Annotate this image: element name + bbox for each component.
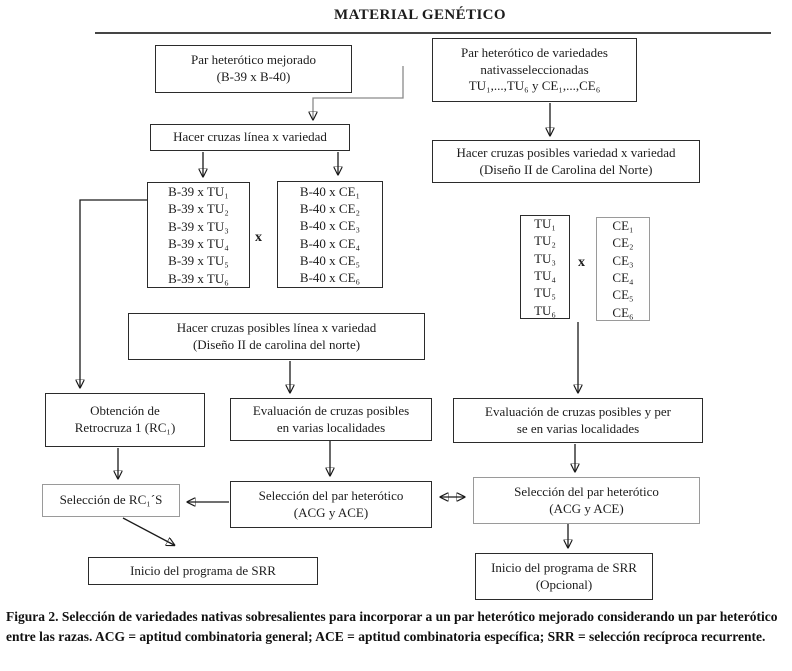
list-item: B-40 x CE₃ (299, 218, 361, 234)
list-item: CE₆ (612, 304, 634, 320)
diagram-title: MATERIAL GENÉTICO (334, 7, 506, 23)
box-line: (Diseño II de carolina del norte) (192, 336, 361, 352)
box-evaluacion-right: Evaluación de cruzas posibles y per se e… (453, 398, 703, 443)
box-line: Inicio del programa de SRR (130, 562, 276, 578)
box-line: Evaluación de cruzas posibles y per (485, 403, 671, 419)
cross-symbol-left: x (255, 230, 262, 245)
box-b39-cross-list: B-39 x TU₁ B-39 x TU₂ B-39 x TU₃ B-39 x … (147, 182, 250, 288)
box-line: Par heterótico de variedades (461, 44, 608, 60)
box-evaluacion-mid: Evaluación de cruzas posibles en varias … (230, 398, 432, 441)
box-line: (Opcional) (535, 576, 593, 592)
box-inicio-srr-right: Inicio del programa de SRR (Opcional) (475, 553, 653, 600)
figure-caption: Figura 2. Selección de variedades nativa… (6, 609, 778, 645)
box-line: nativasseleccionadas (480, 61, 589, 77)
title-divider-line (95, 32, 771, 34)
list-item: CE₃ (612, 252, 634, 268)
list-item: CE₂ (612, 235, 634, 251)
list-item: B-39 x TU₃ (168, 218, 229, 234)
list-item: B-40 x CE₂ (299, 200, 361, 216)
list-item: B-39 x TU₆ (168, 270, 229, 286)
box-obtencion-retrocruza: Obtención de Retrocruza 1 (RC₁) (45, 393, 205, 447)
box-par-heterotico-mejorado: Par heterótico mejorado (B-39 x B-40) (155, 45, 352, 93)
connector-selrc-to-inicio-left (122, 517, 174, 545)
list-item: CE₁ (612, 218, 634, 234)
box-line: (B-39 x B-40) (216, 69, 291, 84)
list-item: B-39 x TU₁ (168, 184, 229, 200)
box-line: Selección de RC₁´S (59, 492, 163, 508)
box-hacer-cruzas-linea: Hacer cruzas línea x variedad (150, 124, 350, 151)
list-item: TU₄ (534, 268, 556, 283)
box-line: Inicio del programa de SRR (491, 559, 637, 575)
list-item: TU₆ (534, 302, 556, 318)
box-line: Evaluación de cruzas posibles (252, 402, 410, 418)
box-b40-cross-list: B-40 x CE₁ B-40 x CE₂ B-40 x CE₃ B-40 x … (277, 181, 383, 288)
box-line: (Diseño II de Carolina del Norte) (479, 161, 653, 177)
list-item: B-40 x CE₄ (299, 235, 361, 251)
box-line: Par heterótico mejorado (191, 52, 316, 68)
list-item: B-39 x TU₂ (168, 201, 229, 217)
box-line: Obtención de (90, 403, 160, 419)
box-par-heterotico-nativas: Par heterótico de variedades nativassele… (432, 38, 637, 102)
box-seleccion-rc1s: Selección de RC₁´S (42, 484, 180, 517)
list-item: B-39 x TU₄ (168, 236, 229, 251)
box-seleccion-mid: Selección del par heterótico (ACG y ACE) (230, 481, 432, 528)
box-line: Selección del par heterótico (258, 487, 404, 503)
box-hacer-cruzas-variedad: Hacer cruzas posibles variedad x varieda… (432, 140, 700, 183)
list-item: B-40 x CE₆ (299, 270, 361, 286)
list-item: TU₁ (534, 216, 556, 232)
box-line: en varias localidades (276, 419, 386, 435)
box-line: (ACG y ACE) (293, 504, 369, 520)
box-line: Retrocruza 1 (RC₁) (74, 420, 176, 435)
list-item: B-40 x CE₅ (299, 252, 361, 268)
box-line: TU₁,...,TU₆ y CE₁,...,CE₆ (468, 78, 601, 94)
box-ce-list: CE₁ CE₂ CE₃ CE₄ CE₅ CE₆ (596, 217, 650, 321)
box-line: (ACG y ACE) (549, 500, 624, 516)
list-item: TU₃ (534, 250, 556, 266)
box-hacer-posibles-linea: Hacer cruzas posibles línea x variedad (… (128, 313, 425, 360)
box-inicio-srr-left: Inicio del programa de SRR (88, 557, 318, 585)
list-item: CE₅ (612, 287, 634, 303)
box-seleccion-right: Selección del par heterótico (ACG y ACE) (473, 477, 700, 524)
list-item: CE₄ (612, 270, 634, 285)
list-item: B-40 x CE₁ (299, 183, 361, 199)
box-line: se en varias localidades (516, 420, 640, 436)
list-item: TU₂ (534, 233, 556, 249)
list-item: TU₅ (534, 285, 556, 301)
box-line: Selección del par heterótico (514, 483, 659, 499)
cross-symbol-right: x (578, 255, 585, 270)
list-item: B-39 x TU₅ (168, 253, 229, 269)
box-line: Hacer cruzas posibles línea x variedad (176, 319, 377, 335)
box-line: Hacer cruzas posibles variedad x varieda… (456, 144, 676, 160)
box-line: Hacer cruzas línea x variedad (173, 129, 327, 145)
box-tu-list: TU₁ TU₂ TU₃ TU₄ TU₅ TU₆ (520, 215, 570, 319)
